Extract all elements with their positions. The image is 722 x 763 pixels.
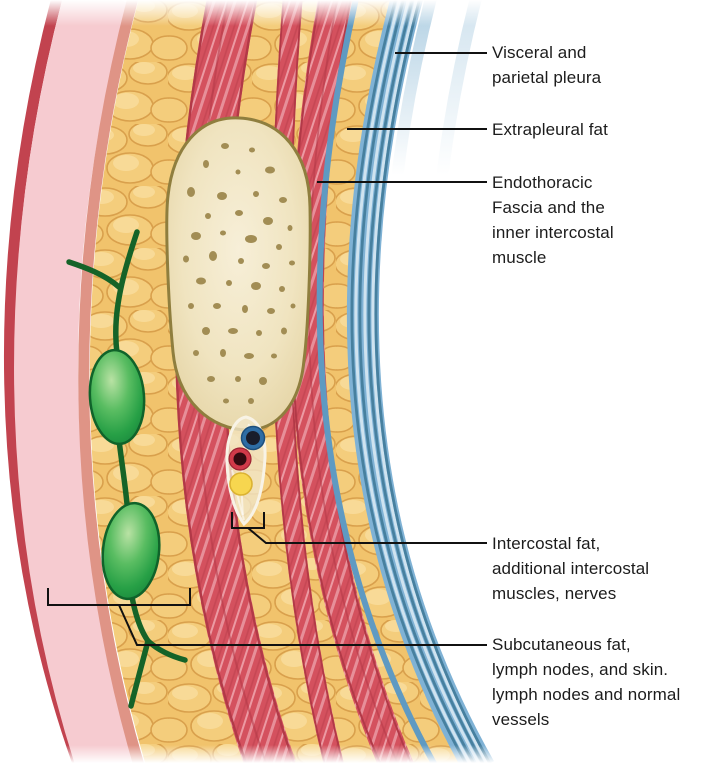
label-line: muscles, nerves <box>492 584 617 603</box>
label-line: lymph nodes, and skin. <box>492 660 669 679</box>
leader-intercostal <box>247 527 487 544</box>
label-line: additional intercostal <box>492 559 650 578</box>
label-intercostal-fat: Intercostal fat, additional intercostal … <box>492 531 720 606</box>
label-line: Intercostal fat, <box>492 534 601 553</box>
label-line: Endothoracic <box>492 173 593 192</box>
top-fade <box>0 0 722 26</box>
label-subcutaneous-fat: Subcutaneous fat, lymph nodes, and skin.… <box>492 632 720 732</box>
lymph-vessel-branch-upper <box>66 259 122 290</box>
lymph-node-lower <box>101 501 161 601</box>
label-line: Visceral and <box>492 43 587 62</box>
label-line: parietal pleura <box>492 68 602 87</box>
lymphatic-chain <box>66 229 188 709</box>
annotation-lines <box>47 52 487 646</box>
intercostal-nerve-circle <box>229 472 253 496</box>
label-line: vessels <box>492 710 550 729</box>
label-line: lymph nodes and normal <box>492 685 681 704</box>
label-visceral-pleura: Visceral and parietal pleura <box>492 40 720 90</box>
lymph-node-upper <box>88 348 146 446</box>
rib-bone <box>165 116 312 432</box>
lymph-vessel-branch-right <box>145 638 188 663</box>
label-line: Fascia and the <box>492 198 605 217</box>
lymph-vessel-branch-down <box>128 638 151 709</box>
leader-subcutaneous <box>118 604 487 646</box>
label-endothoracic-fascia: Endothoracic Fascia and the inner interc… <box>492 170 720 270</box>
label-line: Subcutaneous fat, <box>492 635 631 654</box>
lymph-vessel-lower <box>129 594 151 644</box>
neurovascular-bundle <box>225 415 267 527</box>
lymph-vessel-connector <box>116 437 130 507</box>
label-line: muscle <box>492 248 547 267</box>
label-line: Extrapleural fat <box>492 120 608 139</box>
rib-speckles <box>183 143 296 404</box>
label-line: inner intercostal <box>492 223 614 242</box>
label-extrapleural-fat: Extrapleural fat <box>492 117 720 142</box>
bottom-fade <box>0 745 722 763</box>
